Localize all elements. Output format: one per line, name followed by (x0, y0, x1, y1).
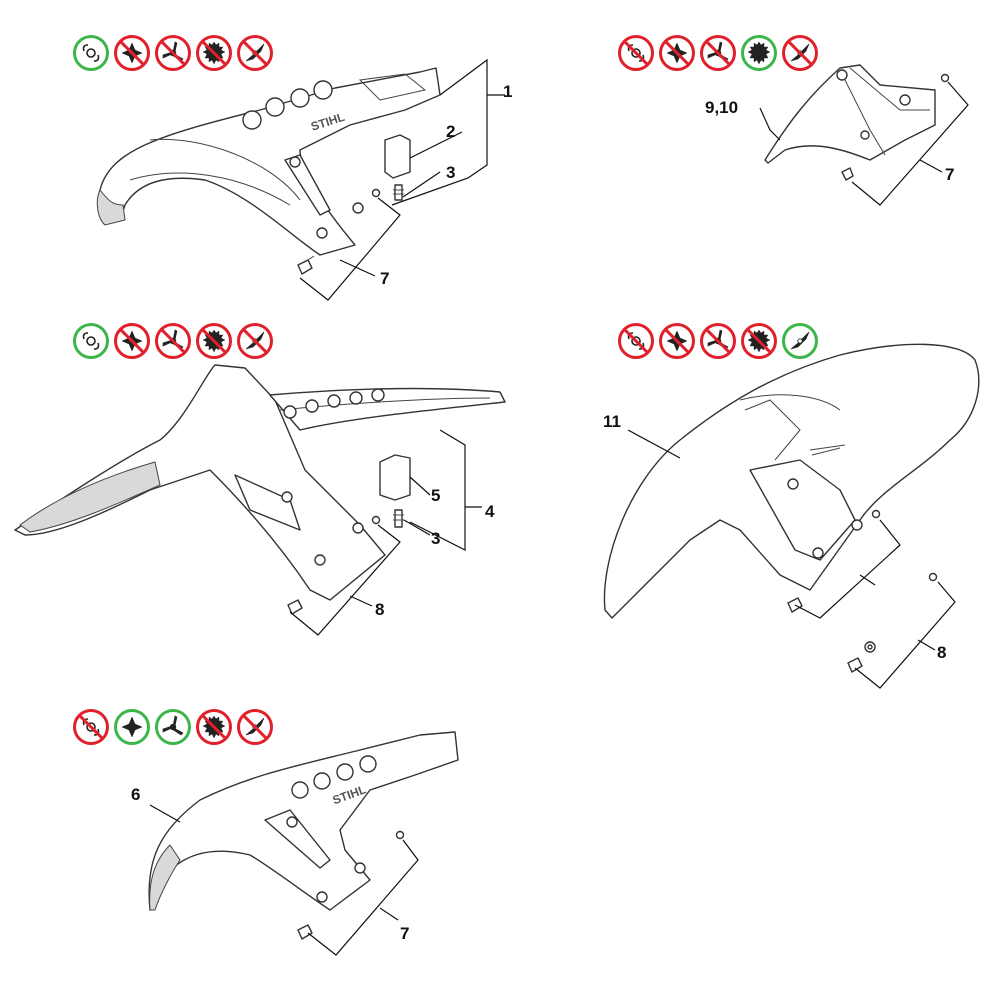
two-tooth-blade-icon-allowed (782, 323, 818, 359)
saw-blade-icon-forbidden (196, 35, 232, 71)
callout-7-top-left: 7 (380, 269, 389, 288)
callout-8-middle-right: 8 (937, 643, 946, 662)
saw-blade-icon-forbidden (196, 323, 232, 359)
three-tooth-blade-icon-forbidden (700, 35, 736, 71)
three-tooth-blade-icon-forbidden (155, 323, 191, 359)
deflector-top-right-drawing (764, 64, 950, 181)
three-tooth-blade-icon-forbidden (700, 323, 736, 359)
deflector-middle-left-drawing (14, 364, 506, 615)
trimmer-line-head-icon-forbidden (618, 323, 654, 359)
grass-cutting-blade-icon-forbidden (659, 35, 695, 71)
callout-3-top: 3 (446, 163, 455, 182)
trimmer-line-head-icon-forbidden (73, 709, 109, 745)
two-tooth-blade-icon-forbidden (237, 35, 273, 71)
callout-11: 11 (603, 412, 621, 431)
grass-cutting-blade-icon-forbidden (659, 323, 695, 359)
saw-blade-icon-allowed (741, 35, 777, 71)
callout-6: 6 (131, 785, 140, 804)
saw-blade-icon-forbidden (741, 323, 777, 359)
deflector-middle-right-drawing (603, 343, 980, 673)
trimmer-line-head-icon-forbidden (618, 35, 654, 71)
deflector-bottom-left-drawing: STIHL (148, 731, 459, 940)
deflector-top-left-drawing: STIHL (96, 67, 441, 275)
three-tooth-blade-icon-allowed (155, 709, 191, 745)
grass-cutting-blade-icon-allowed (114, 709, 150, 745)
grass-cutting-blade-icon-forbidden (114, 323, 150, 359)
three-tooth-blade-icon-forbidden (155, 35, 191, 71)
trimmer-line-head-icon-allowed (73, 35, 109, 71)
callout-2: 2 (446, 122, 455, 141)
two-tooth-blade-icon-forbidden (782, 35, 818, 71)
callout-8-middle-left: 8 (375, 600, 384, 619)
callout-7-top-right: 7 (945, 165, 954, 184)
two-tooth-blade-icon-forbidden (237, 323, 273, 359)
callout-5: 5 (431, 486, 440, 505)
callout-4: 4 (485, 502, 495, 521)
trimmer-line-head-icon-allowed (73, 323, 109, 359)
callout-7-bottom: 7 (400, 924, 409, 943)
leader-lines (149, 58, 969, 956)
saw-blade-icon-forbidden (196, 709, 232, 745)
callout-9-10: 9,10 (705, 98, 738, 117)
callout-1: 1 (503, 82, 512, 101)
two-tooth-blade-icon-forbidden (237, 709, 273, 745)
callout-3-middle: 3 (431, 529, 440, 548)
grass-cutting-blade-icon-forbidden (114, 35, 150, 71)
callout-labels: 1 2 3 7 9,10 7 5 4 3 8 11 8 6 7 (131, 82, 954, 943)
